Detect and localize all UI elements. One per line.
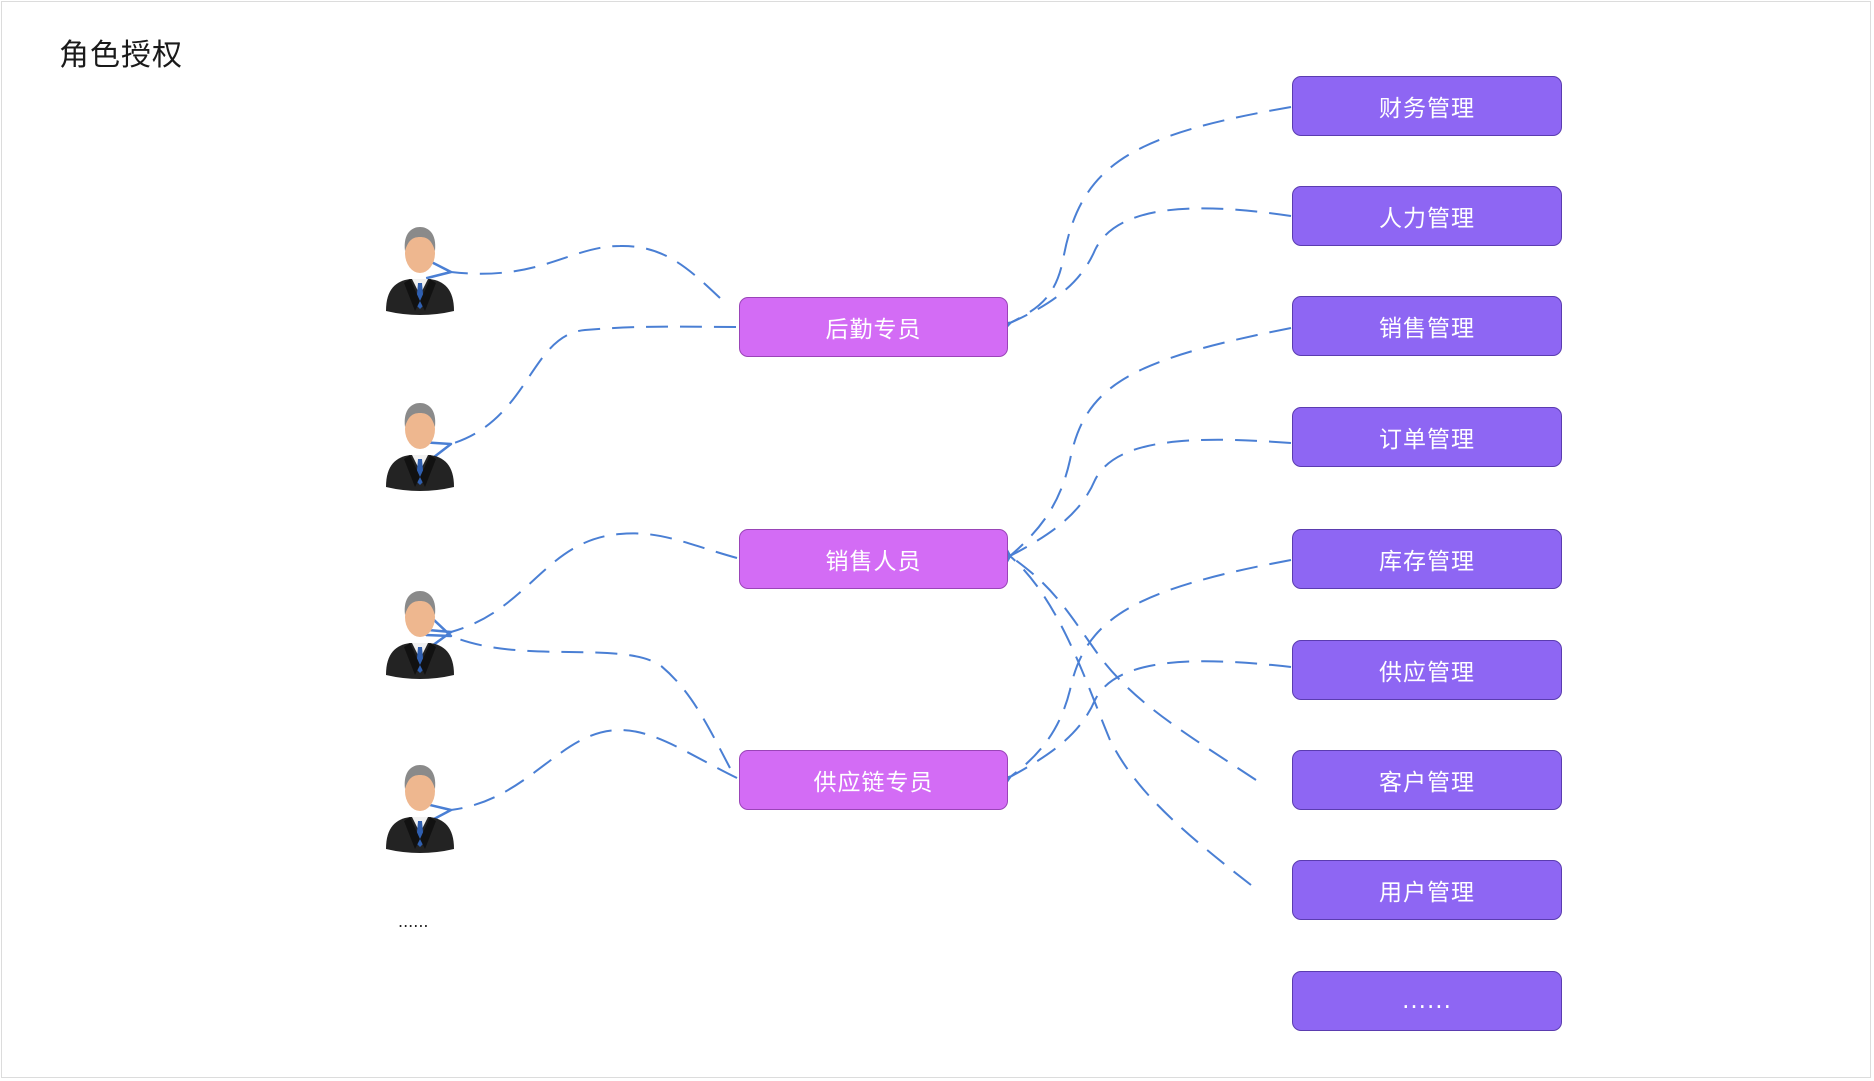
connector-logistics-to-user-1 (451, 244, 721, 299)
connector-supplychain-to-user-3 (451, 636, 731, 769)
role-logistics[interactable]: 后勤专员 (739, 297, 1008, 357)
permission-hr[interactable]: 人力管理 (1292, 186, 1562, 246)
role-salesperson[interactable]: 销售人员 (739, 529, 1008, 589)
connector-salesperson-to-user-3 (451, 532, 738, 632)
connector-sales-to-salesperson (1010, 327, 1292, 556)
user-icon (386, 403, 454, 491)
permission-user[interactable]: 用户管理 (1292, 860, 1562, 920)
permission-supply[interactable]: 供应管理 (1292, 640, 1562, 700)
user-icon (386, 765, 454, 853)
user-icon (386, 227, 454, 315)
role-supply-chain[interactable]: 供应链专员 (739, 750, 1008, 810)
page-title: 角色授权 (59, 38, 183, 73)
permission-inventory[interactable]: 库存管理 (1292, 529, 1562, 589)
connector-logistics-to-user-2 (451, 325, 737, 444)
user-icon (386, 591, 454, 679)
users-more-ellipsis: ...... (398, 912, 429, 931)
connector-supply-to-supplychain (1010, 660, 1292, 777)
permission-order[interactable]: 订单管理 (1292, 407, 1562, 467)
permission-customer[interactable]: 客户管理 (1292, 750, 1562, 810)
permission-more[interactable]: ...... (1292, 971, 1562, 1031)
connector-customer-to-salesperson (1010, 556, 1257, 781)
connector-order-to-salesperson (1010, 438, 1292, 556)
connector-finance-to-logistics (1010, 106, 1292, 323)
permission-sales[interactable]: 销售管理 (1292, 296, 1562, 356)
connector-user-to-salesperson (1010, 556, 1252, 886)
connector-supplychain-to-user-4 (451, 728, 738, 810)
connector-hr-to-logistics (1010, 207, 1292, 323)
permission-finance[interactable]: 财务管理 (1292, 76, 1562, 136)
